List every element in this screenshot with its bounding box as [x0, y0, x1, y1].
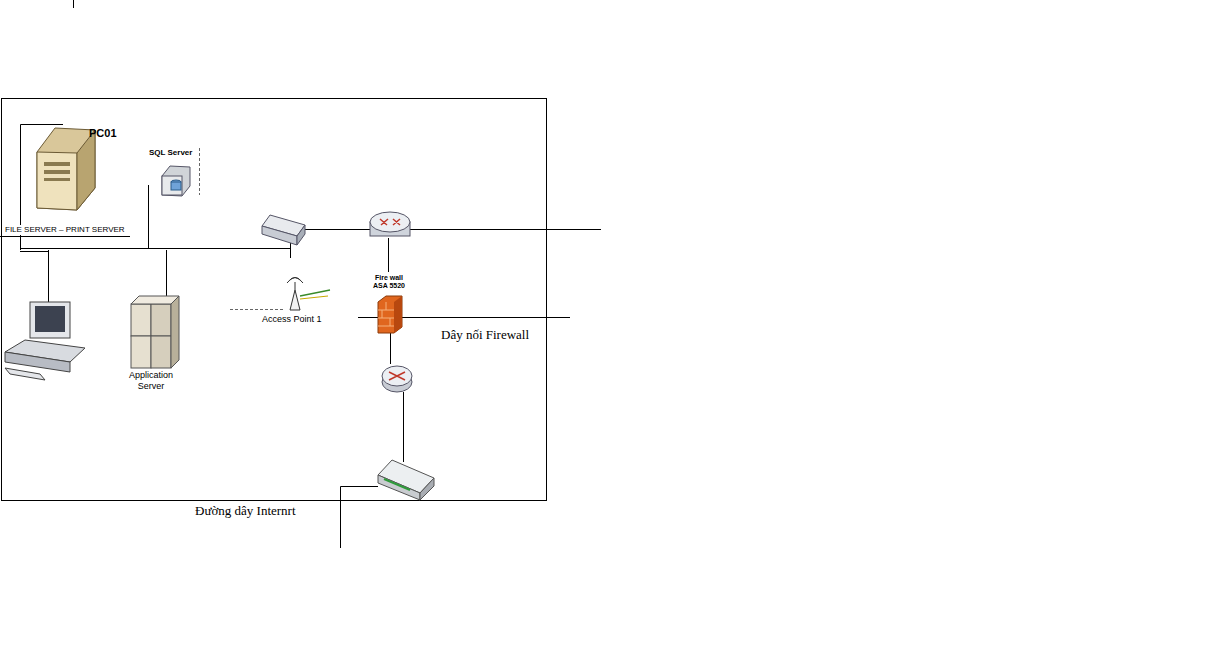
frame: [2, 99, 547, 501]
modem-icon: [378, 460, 434, 500]
device-label-box: Fire wall ASA 5520: [368, 273, 410, 294]
tick: [73, 0, 74, 8]
device-label-box: Access Point 1: [261, 313, 325, 328]
device-label-box: Application Server: [124, 369, 178, 395]
access-point-icon: [287, 278, 330, 311]
device-label-box: SQL Server: [148, 147, 196, 161]
dashed-link: [230, 309, 284, 310]
server-tower-icon: [37, 128, 95, 210]
device-label-box: PC01FILE SERVER – PRINT SERVER: [0, 122, 135, 240]
device-label: FILE SERVER – PRINT SERVER: [4, 225, 126, 235]
router-icon: [382, 366, 412, 392]
annotation-label: Đường dây Internrt: [195, 503, 296, 519]
workstation-icon: [5, 302, 85, 380]
device-label: Fire wall ASA 5520: [368, 273, 410, 292]
dashed-mark: [199, 148, 200, 195]
annotation-label: Dây nối Firewall: [441, 327, 529, 343]
switch-icon: [370, 212, 410, 236]
wires: [0, 125, 601, 549]
app-server-icon: [131, 296, 179, 368]
sql-server-icon: [162, 166, 190, 196]
device-label: SQL Server: [148, 147, 196, 159]
hub-icon: [262, 215, 305, 245]
device-label: Application Server: [124, 369, 178, 393]
firewall-icon: [378, 296, 402, 333]
device-label: PC01: [88, 126, 118, 141]
device-label: Access Point 1: [261, 313, 325, 326]
